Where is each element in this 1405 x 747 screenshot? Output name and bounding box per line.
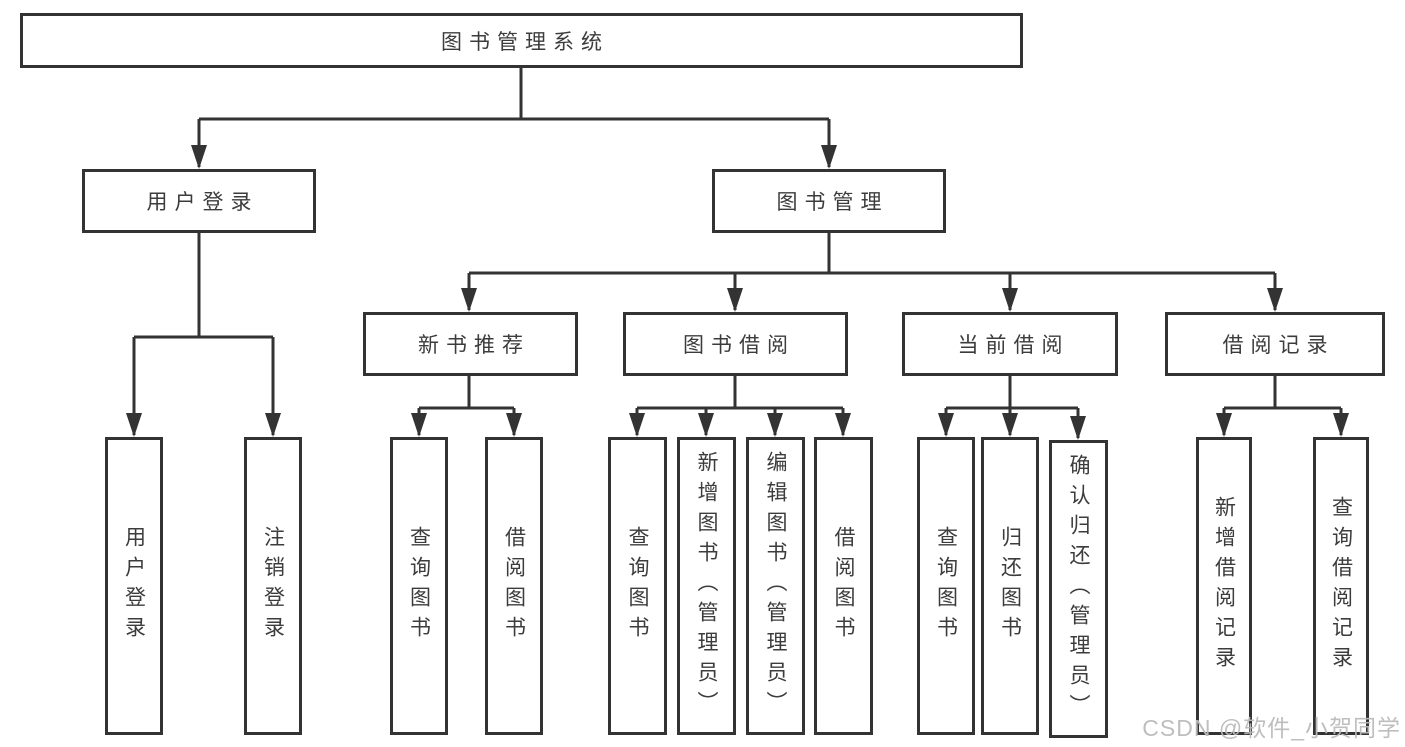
leaf-current-return-books: 归还图书 bbox=[981, 437, 1039, 735]
leaf-label: 归还图书 bbox=[998, 526, 1022, 646]
leaf-label: 查询图书 bbox=[626, 526, 649, 646]
node-label: 当前借阅 bbox=[957, 334, 1070, 357]
leaf-label: 编辑图书（管理员） bbox=[764, 451, 787, 721]
node-label: 用户登录 bbox=[146, 191, 259, 214]
node-label: 图书借阅 bbox=[683, 334, 795, 357]
leaf-borrowing-add-books-admin: 新增图书（管理员） bbox=[677, 437, 736, 735]
node-root-library-management-system: 图书管理系统 bbox=[20, 13, 1023, 68]
node-book-management: 图书管理 bbox=[712, 169, 946, 233]
node-current-borrowing: 当前借阅 bbox=[902, 312, 1118, 376]
leaf-user-login: 用户登录 bbox=[105, 437, 163, 735]
leaf-label: 借阅图书 bbox=[832, 526, 855, 646]
leaf-borrowing-edit-books-admin: 编辑图书（管理员） bbox=[746, 437, 805, 735]
leaf-label: 注销登录 bbox=[261, 526, 285, 646]
leaf-label: 新增借阅记录 bbox=[1212, 496, 1236, 676]
leaf-borrowing-borrow-books: 借阅图书 bbox=[814, 437, 873, 735]
node-user-login: 用户登录 bbox=[82, 169, 316, 233]
leaf-current-confirm-return-admin: 确认归还（管理员） bbox=[1049, 440, 1108, 738]
node-label: 图书管理系统 bbox=[441, 30, 609, 54]
leaf-label: 查询图书 bbox=[934, 526, 958, 646]
leaf-label: 用户登录 bbox=[122, 526, 146, 646]
leaf-records-query-borrow-record: 查询借阅记录 bbox=[1313, 437, 1369, 735]
node-new-book-recommendation: 新书推荐 bbox=[363, 312, 578, 376]
leaf-label: 查询图书 bbox=[407, 526, 431, 646]
node-label: 新书推荐 bbox=[418, 334, 530, 357]
leaf-label: 查询借阅记录 bbox=[1329, 496, 1353, 676]
node-label: 图书管理 bbox=[776, 191, 889, 214]
node-book-borrowing: 图书借阅 bbox=[623, 312, 848, 376]
leaf-records-add-borrow-record: 新增借阅记录 bbox=[1196, 437, 1252, 735]
leaf-borrowing-query-books: 查询图书 bbox=[608, 437, 667, 735]
leaf-current-query-books: 查询图书 bbox=[917, 437, 975, 735]
leaf-label: 新增图书（管理员） bbox=[695, 451, 718, 721]
csdn-watermark: CSDN @软件_小贺同学 bbox=[1142, 715, 1401, 741]
leaf-recommend-borrow-books: 借阅图书 bbox=[485, 437, 543, 735]
leaf-recommend-query-books: 查询图书 bbox=[390, 437, 448, 735]
leaf-label: 借阅图书 bbox=[502, 526, 526, 646]
leaf-label: 确认归还（管理员） bbox=[1067, 454, 1090, 724]
node-borrowing-records: 借阅记录 bbox=[1165, 312, 1385, 376]
leaf-logout: 注销登录 bbox=[244, 437, 302, 735]
node-label: 借阅记录 bbox=[1222, 334, 1335, 357]
